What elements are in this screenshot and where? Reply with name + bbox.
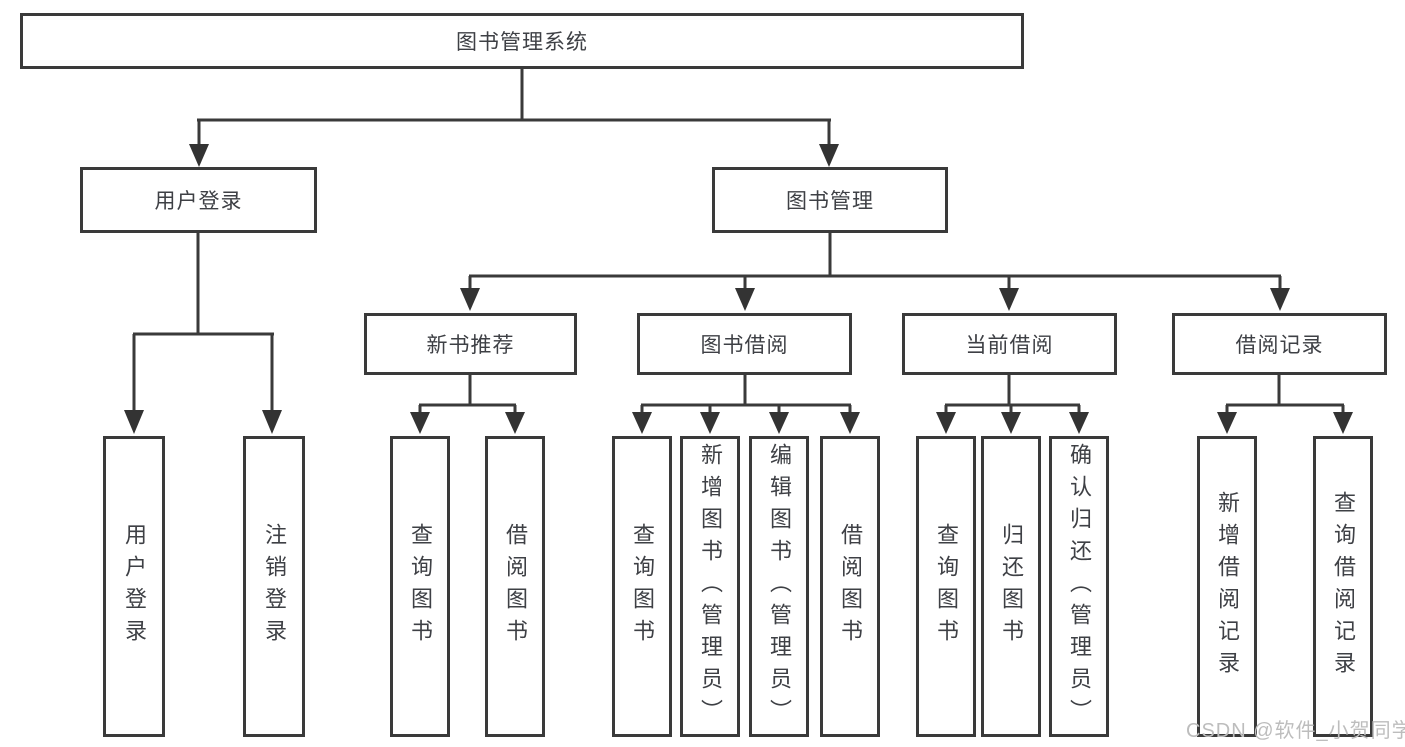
leaf-logout: 注销登录 [243, 436, 305, 737]
leaf-borrow-query-books: 查询图书 [612, 436, 672, 737]
leaf-borrow-borrow-books: 借阅图书 [820, 436, 880, 737]
csdn-watermark: CSDN @软件_小贺同学 [1186, 720, 1405, 742]
leaf-newbooks-borrow-books: 借阅图书 [485, 436, 545, 737]
node-root-label: 图书管理系统 [456, 31, 588, 54]
node-root: 图书管理系统 [20, 13, 1024, 69]
leaf-user-login: 用户登录 [103, 436, 165, 737]
node-user-login-label: 用户登录 [154, 190, 243, 213]
connector-current-to-leaves [936, 375, 1089, 434]
leaf-borrow-edit-books-admin-label: 编辑图书（管理员） [767, 442, 792, 731]
leaf-records-add-record-label: 新增借阅记录 [1215, 490, 1240, 683]
leaf-current-query-books: 查询图书 [916, 436, 976, 737]
leaf-borrow-query-books-label: 查询图书 [630, 522, 655, 651]
leaf-borrow-add-books-admin: 新增图书（管理员） [680, 436, 740, 737]
leaf-user-login-label: 用户登录 [122, 522, 147, 651]
leaf-newbooks-query-books: 查询图书 [390, 436, 450, 737]
node-borrowing-records-label: 借阅记录 [1235, 334, 1324, 357]
leaf-records-add-record: 新增借阅记录 [1197, 436, 1257, 737]
connector-new-books-to-leaves [410, 375, 525, 434]
node-current-borrowing: 当前借阅 [902, 313, 1117, 375]
node-book-management-label: 图书管理 [786, 190, 874, 213]
leaf-records-query-record: 查询借阅记录 [1313, 436, 1373, 737]
connector-user-login-to-leaves [124, 233, 282, 434]
leaf-borrow-add-books-admin-label: 新增图书（管理员） [698, 442, 723, 731]
node-book-borrowing: 图书借阅 [637, 313, 852, 375]
leaf-logout-label: 注销登录 [262, 522, 287, 651]
node-current-borrowing-label: 当前借阅 [965, 334, 1054, 357]
leaf-borrow-edit-books-admin: 编辑图书（管理员） [749, 436, 809, 737]
node-book-borrowing-label: 图书借阅 [700, 334, 789, 357]
connector-book-mgmt-to-level2 [460, 233, 1290, 311]
node-new-book-recommend: 新书推荐 [364, 313, 577, 375]
leaf-current-return-books: 归还图书 [981, 436, 1041, 737]
leaf-borrow-borrow-books-label: 借阅图书 [838, 522, 863, 651]
node-new-book-recommend-label: 新书推荐 [426, 334, 515, 357]
node-borrowing-records: 借阅记录 [1172, 313, 1387, 375]
leaf-current-query-books-label: 查询图书 [934, 522, 959, 651]
node-user-login: 用户登录 [80, 167, 317, 233]
leaf-current-confirm-return-admin: 确认归还（管理员） [1049, 436, 1109, 737]
connector-records-to-leaves [1217, 375, 1353, 434]
leaf-current-confirm-return-admin-label: 确认归还（管理员） [1067, 442, 1092, 731]
connector-borrow-to-leaves [632, 375, 860, 434]
leaf-records-query-record-label: 查询借阅记录 [1331, 490, 1356, 683]
leaf-newbooks-query-books-label: 查询图书 [408, 522, 433, 651]
leaf-current-return-books-label: 归还图书 [999, 522, 1024, 651]
leaf-newbooks-borrow-books-label: 借阅图书 [503, 522, 528, 651]
connector-root-to-level1 [189, 69, 839, 167]
node-book-management: 图书管理 [712, 167, 948, 233]
